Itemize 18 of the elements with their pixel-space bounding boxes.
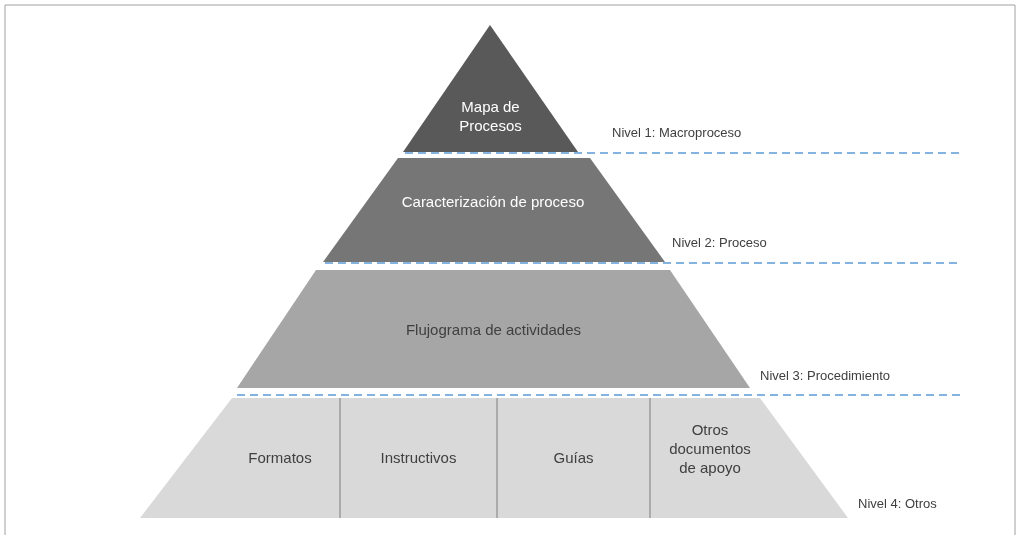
layer-label: Instructivos [379,448,458,467]
level-label: Nivel 3: Procedimiento [760,368,891,383]
trapezoid-cell [140,398,340,518]
rect-cell [340,398,497,518]
layer-label: Formatos [247,448,313,467]
trapezoid-cell [650,398,848,518]
triangle-layer [403,25,578,152]
level-label: Nivel 1: Macroproceso [612,125,742,140]
layer-label: Caracterización de proceso [400,192,586,211]
layer-label: Otros documentos de apoyo [668,420,752,477]
trapezoid-layer [323,158,665,262]
level-label: Nivel 2: Proceso [672,235,767,250]
layer-label: Mapa de Procesos [458,97,523,135]
layer-label: Flujograma de actividades [404,320,583,339]
layer-label: Guías [552,448,595,467]
level-label: Nivel 4: Otros [858,496,937,511]
trapezoid-layer [237,270,750,388]
rect-cell [497,398,650,518]
